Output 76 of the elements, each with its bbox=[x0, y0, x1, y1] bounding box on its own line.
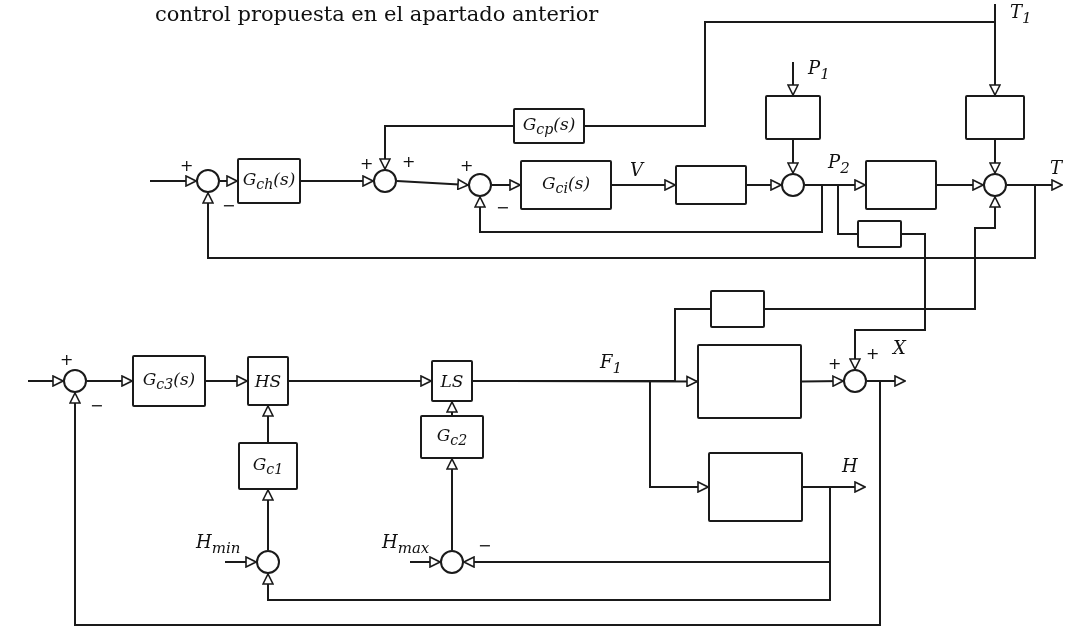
sign-label: + bbox=[180, 158, 194, 174]
transfer-function-box bbox=[520, 160, 612, 210]
arrow bbox=[86, 375, 133, 387]
arrow bbox=[474, 184, 823, 233]
arrow bbox=[764, 196, 1001, 310]
sign-label: + bbox=[828, 356, 842, 372]
summing-junction bbox=[63, 369, 87, 393]
sign-label: + bbox=[866, 346, 880, 362]
transfer-function-box bbox=[513, 108, 585, 144]
arrow bbox=[262, 486, 831, 601]
sign-label: + bbox=[402, 154, 416, 170]
arrow bbox=[409, 556, 441, 568]
empty-block bbox=[675, 165, 747, 205]
transfer-function-box bbox=[237, 158, 301, 204]
arrow bbox=[802, 481, 866, 493]
arrow bbox=[69, 380, 881, 626]
empty-block bbox=[865, 160, 937, 210]
block-label: LS bbox=[440, 371, 464, 391]
summing-junction bbox=[843, 369, 867, 393]
arrow bbox=[801, 375, 844, 387]
transfer-function-box bbox=[238, 442, 298, 490]
arrow bbox=[262, 489, 274, 551]
block-label: G$_{c2}$ bbox=[436, 425, 468, 449]
arrow bbox=[746, 179, 782, 191]
empty-block bbox=[697, 344, 802, 419]
block-label: HS bbox=[254, 371, 282, 391]
arrow bbox=[787, 61, 799, 96]
arrow bbox=[396, 178, 469, 191]
arrow bbox=[262, 405, 274, 443]
arrow bbox=[989, 3, 1001, 96]
arrow bbox=[787, 139, 799, 174]
sign-label: − bbox=[478, 538, 492, 554]
text-fragment: control propuesta en el apartado anterior bbox=[155, 2, 599, 28]
block-label: G$_{ci}$(s) bbox=[541, 173, 591, 197]
arrow bbox=[300, 175, 374, 187]
arrow bbox=[149, 175, 197, 187]
summing-junction bbox=[373, 169, 397, 193]
block-label: G$_{ch}$(s) bbox=[242, 169, 296, 193]
transfer-function-box bbox=[132, 355, 206, 407]
arrow bbox=[611, 179, 676, 191]
sign-label: + bbox=[360, 156, 374, 172]
sign-label: + bbox=[60, 352, 74, 368]
arrow bbox=[379, 125, 514, 170]
summing-junction bbox=[440, 550, 464, 574]
arrow bbox=[446, 401, 458, 416]
block-label: G$_{c1}$ bbox=[252, 454, 284, 478]
empty-block bbox=[965, 95, 1025, 140]
arrow bbox=[202, 184, 1036, 259]
empty-block bbox=[708, 452, 803, 522]
empty-block bbox=[710, 290, 765, 328]
arrow bbox=[989, 139, 1001, 174]
summing-junction bbox=[468, 173, 492, 197]
transfer-function-box bbox=[247, 356, 289, 406]
transfer-function-box bbox=[431, 360, 473, 402]
arrow bbox=[849, 233, 926, 370]
block-label: G$_{cp}$(s) bbox=[522, 114, 576, 138]
arrow bbox=[224, 556, 257, 568]
arrow bbox=[491, 179, 521, 191]
arrow bbox=[205, 375, 248, 387]
summing-junction bbox=[983, 173, 1007, 197]
empty-block bbox=[765, 95, 821, 140]
block-label: G$_{c3}$(s) bbox=[142, 369, 196, 393]
empty-block bbox=[857, 220, 902, 248]
arrow bbox=[446, 458, 458, 551]
sign-label: − bbox=[222, 198, 236, 214]
arrow bbox=[27, 375, 64, 387]
summing-junction bbox=[781, 173, 805, 197]
sign-label: − bbox=[90, 398, 104, 414]
summing-junction bbox=[196, 169, 220, 193]
arrow bbox=[219, 175, 238, 187]
arrow bbox=[936, 179, 984, 191]
sign-label: + bbox=[460, 158, 474, 174]
arrow bbox=[288, 375, 432, 387]
transfer-function-box bbox=[420, 415, 484, 459]
summing-junction bbox=[256, 550, 280, 574]
sign-label: − bbox=[496, 200, 510, 216]
